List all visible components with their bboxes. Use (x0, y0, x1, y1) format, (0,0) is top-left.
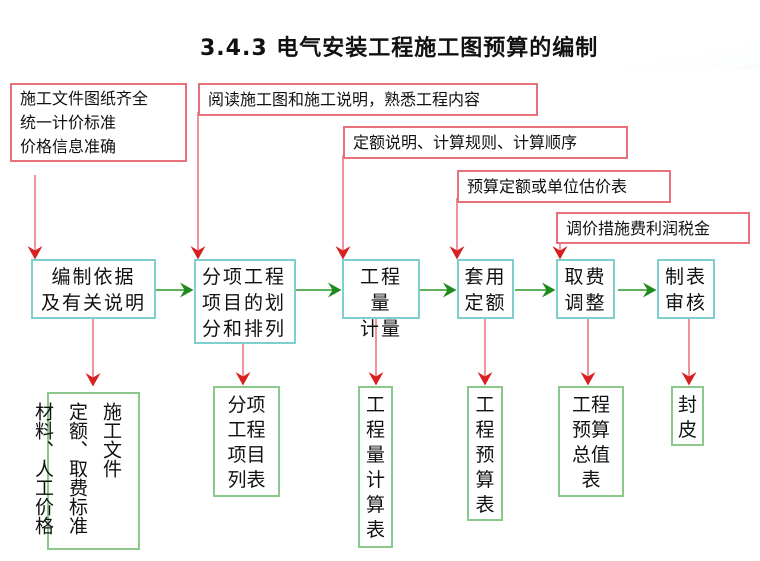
output-text: 程 (475, 419, 495, 441)
output-text: 皮 (677, 419, 697, 441)
step-text: 及有关说明 (40, 292, 146, 314)
step-text: 项目的划 (202, 292, 287, 314)
output-text: 工 (365, 394, 385, 416)
output-text: 预 (475, 444, 495, 466)
input-text: 施工文件图纸齐全 (20, 89, 149, 108)
output-text: 工程 (227, 419, 266, 441)
step-basis: 编制依据 及有关说明 (31, 259, 156, 319)
output-text: 分项 (227, 394, 266, 416)
output-total-sheet: 工程 预算 总值 表 (558, 386, 624, 497)
output-budget-sheet: 工 程 预 算 表 (467, 386, 503, 521)
output-text: 表 (581, 469, 601, 491)
input-text: 统一计价标准 (20, 113, 117, 132)
output-text: 算 (475, 469, 495, 491)
output-text: 列表 (227, 469, 266, 491)
input-box-read-drawings: 阅读施工图和施工说明，熟悉工程内容 (198, 83, 538, 116)
input-text: 阅读施工图和施工说明，熟悉工程内容 (208, 90, 481, 109)
output-text: 定额、取费标准 (66, 402, 88, 535)
output-text: 计 (365, 469, 385, 491)
input-box-unit-price: 预算定额或单位估价表 (457, 170, 671, 203)
output-cover: 封 皮 (671, 386, 704, 446)
step-text: 制表 (664, 266, 707, 288)
output-text: 预算 (571, 419, 610, 441)
step-review: 制表 审核 (657, 259, 715, 319)
input-text: 调价措施费利润税金 (566, 219, 711, 238)
output-text: 表 (475, 494, 495, 516)
output-text: 程 (365, 419, 385, 441)
output-text: 施工文件 (100, 402, 122, 478)
output-text: 工 (475, 394, 495, 416)
output-text: 封 (677, 394, 697, 416)
step-quantity: 工程量 计量 (342, 259, 420, 340)
output-text: 算 (365, 494, 385, 516)
step-text: 调整 (564, 292, 607, 314)
output-text: 材料、人工价格 (32, 402, 54, 535)
output-documents: 施工文件 定额、取费标准 材料、人工价格 (32, 392, 140, 550)
step-text: 审核 (664, 292, 707, 314)
step-fee-adjust: 取费 调整 (556, 259, 615, 319)
input-text: 预算定额或单位估价表 (467, 177, 628, 196)
step-itemize: 分项工程 项目的划 分和排列 (194, 259, 296, 344)
output-text: 工程 (571, 394, 610, 416)
step-text: 工程量 (359, 266, 402, 314)
step-text: 编制依据 (51, 266, 136, 288)
step-text: 分项工程 (202, 266, 287, 288)
step-text: 分和排列 (202, 318, 287, 340)
output-text: 量 (365, 444, 385, 466)
step-apply-quota: 套用 定额 (457, 259, 514, 319)
output-text: 项目 (227, 444, 266, 466)
step-text: 取费 (564, 266, 607, 288)
output-quantity-sheet: 工 程 量 计 算 表 (358, 386, 393, 548)
input-box-fees-taxes: 调价措施费利润税金 (556, 212, 750, 244)
output-item-list: 分项 工程 项目 列表 (213, 386, 280, 497)
input-text: 定额说明、计算规则、计算顺序 (353, 133, 578, 152)
input-box-quota-rules: 定额说明、计算规则、计算顺序 (343, 126, 628, 159)
step-text: 套用 (464, 266, 507, 288)
output-text: 总值 (571, 444, 610, 466)
output-text: 表 (365, 519, 385, 541)
input-box-basis: 施工文件图纸齐全 统一计价标准 价格信息准确 (10, 83, 187, 162)
slide-title: 3.4.3 电气安装工程施工图预算的编制 (200, 36, 599, 61)
input-text: 价格信息准确 (20, 137, 117, 156)
step-text: 定额 (464, 292, 507, 314)
step-text: 计量 (359, 318, 402, 340)
